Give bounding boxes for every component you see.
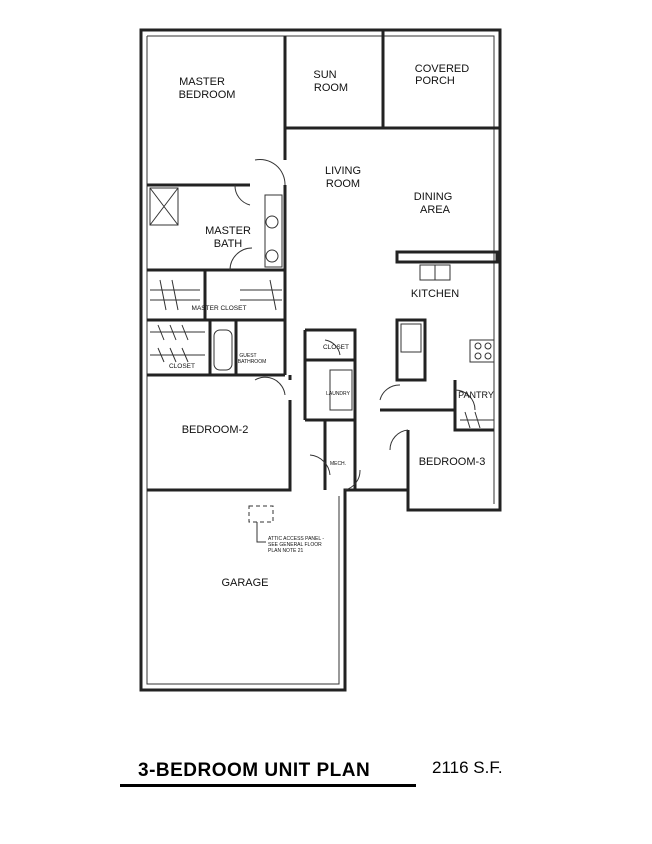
label-kitchen: KITCHEN <box>411 288 459 300</box>
label-laundry: LAUNDRY <box>326 391 350 397</box>
attic-access-panel <box>248 505 274 523</box>
label-pantry: PANTRY <box>458 390 494 400</box>
label-closet-hall: CLOSET <box>323 344 349 351</box>
label-closet-left: CLOSET <box>169 363 195 370</box>
label-bedroom-2: BEDROOM-2 <box>182 424 249 436</box>
label-garage: GARAGE <box>221 577 268 589</box>
label-mech: MECH. <box>330 461 346 467</box>
title-underline <box>120 784 416 787</box>
plan-title: 3-BEDROOM UNIT PLAN <box>138 760 371 781</box>
walls <box>139 28 502 692</box>
plan-area: 2116 S.F. <box>432 758 503 777</box>
label-bedroom-3: BEDROOM-3 <box>419 456 486 468</box>
label-master-closet: MASTER CLOSET <box>192 305 247 312</box>
